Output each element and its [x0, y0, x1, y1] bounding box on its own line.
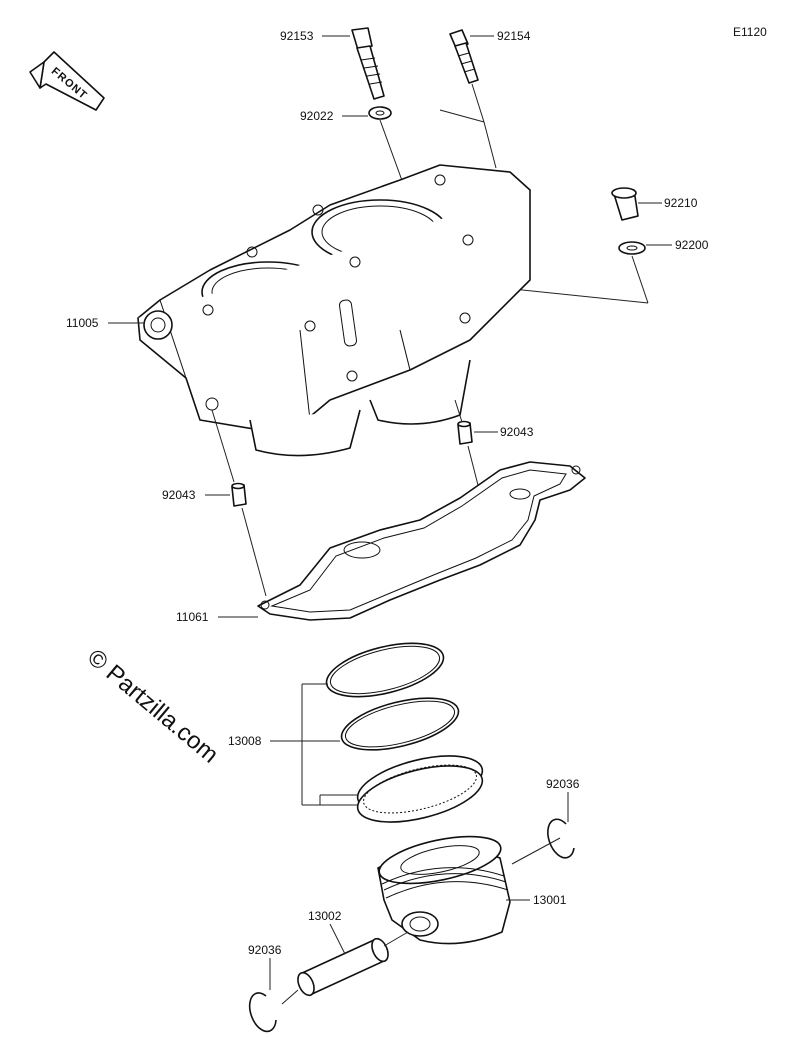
label-92036-left: 92036 [248, 943, 282, 957]
dowel-pin-92043-right[interactable] [457, 420, 473, 445]
piston-13001[interactable] [375, 828, 511, 945]
watermark: © Partzilla.com [82, 644, 223, 769]
label-92036-right: 92036 [546, 777, 580, 791]
label-13001: 13001 [533, 893, 567, 907]
label-92153: 92153 [280, 29, 314, 43]
label-92043-left: 92043 [162, 488, 196, 502]
cylinder-block-11005[interactable] [137, 164, 531, 457]
dowel-pin-92043-left[interactable] [231, 482, 247, 507]
oil-ring-13008[interactable] [352, 745, 488, 833]
circlip-92036-left[interactable] [248, 992, 277, 1033]
label-92022: 92022 [300, 109, 334, 123]
label-92200: 92200 [675, 238, 709, 252]
gasket-11061[interactable] [257, 461, 586, 621]
label-92210: 92210 [664, 196, 698, 210]
label-13008: 13008 [228, 734, 262, 748]
piston-pin-13002[interactable] [295, 936, 392, 998]
washer-92200[interactable] [618, 241, 646, 255]
diagram-code: E1120 [733, 25, 767, 39]
washer-92022[interactable] [368, 106, 392, 120]
piston-ring-top-13008[interactable] [321, 633, 449, 707]
label-11005: 11005 [66, 316, 99, 330]
bolt-92153[interactable] [351, 27, 385, 100]
label-92043-right: 92043 [500, 425, 534, 439]
label-92154: 92154 [497, 29, 531, 43]
label-13002: 13002 [308, 909, 342, 923]
front-arrow-icon: FRONT [29, 51, 105, 111]
bolt-92154[interactable] [449, 29, 479, 84]
collar-92210[interactable] [611, 187, 639, 221]
piston-ring-second-13008[interactable] [336, 688, 463, 760]
label-11061: 11061 [176, 610, 209, 624]
circlip-92036-right[interactable] [547, 818, 575, 859]
